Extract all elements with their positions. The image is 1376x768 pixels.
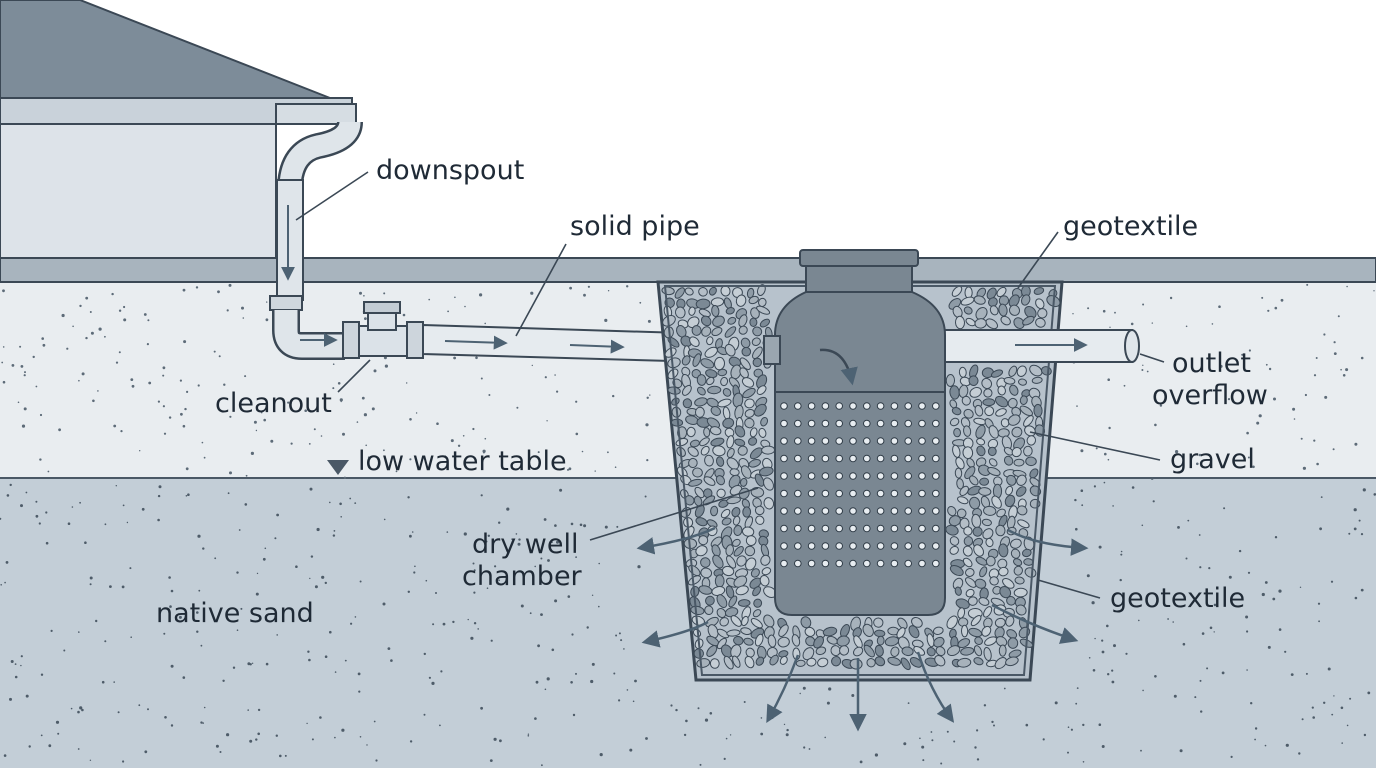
labels: downspout solid pipe geotextile outlet o…: [156, 155, 1268, 629]
label-native-sand: native sand: [156, 598, 314, 629]
downspout-pipe: [269, 120, 363, 360]
label-dry-well: dry well: [472, 529, 579, 560]
leader-lines: [295, 171, 1165, 599]
label-overflow: overflow: [1152, 380, 1268, 411]
label-outlet: outlet: [1172, 348, 1251, 379]
label-geotextile-side: geotextile: [1110, 583, 1245, 614]
ground-surface: [0, 257, 1376, 283]
geotextile-liner: [663, 285, 1057, 676]
label-solid-pipe: solid pipe: [570, 211, 700, 242]
label-downspout: downspout: [376, 155, 524, 186]
label-geotextile-top: geotextile: [1063, 211, 1198, 242]
house: [0, 0, 357, 259]
dry-well-chamber: [763, 249, 946, 616]
label-chamber: chamber: [462, 561, 583, 592]
infiltration-arrows: [636, 526, 1089, 732]
water-table-marker: [327, 460, 349, 475]
label-low-water-table: low water table: [358, 446, 567, 477]
cleanout-fitting: [342, 301, 424, 359]
label-cleanout: cleanout: [215, 388, 332, 419]
label-gravel: gravel: [1170, 444, 1255, 475]
outlet-overflow-pipe: [929, 329, 1140, 363]
